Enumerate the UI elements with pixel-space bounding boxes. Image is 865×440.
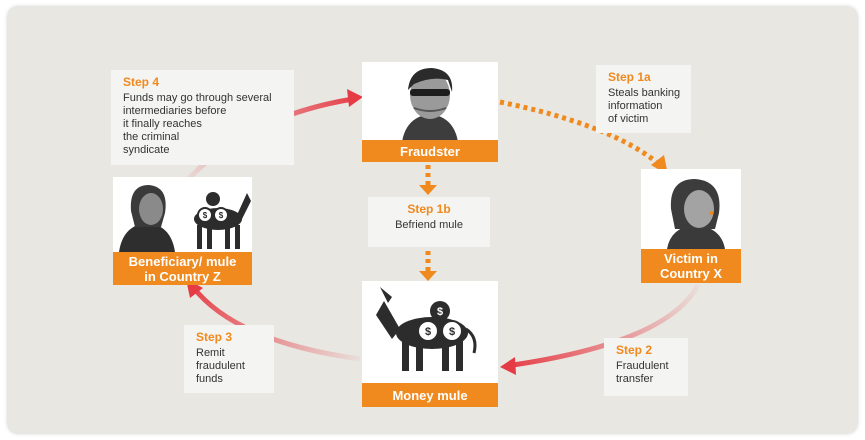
arrowhead-step4 xyxy=(347,89,363,107)
beneficiary-portrait-icon: $ $ xyxy=(119,185,251,252)
donkey-money-bags-icon: $ $ $ xyxy=(376,287,477,371)
fraudster-portrait-icon xyxy=(402,68,458,142)
victim-portrait-icon xyxy=(667,179,725,249)
svg-text:$: $ xyxy=(437,306,443,318)
arrowhead-step1b-lower xyxy=(419,271,437,281)
fraud-flow-diagram: Fraudster Victim in Country X $ $ $ xyxy=(8,7,857,433)
step-1a-text: Steals banking information of victim xyxy=(608,87,681,125)
fraudster-node: Fraudster xyxy=(362,62,498,162)
beneficiary-label: Beneficiary/ mule in Country Z xyxy=(113,252,252,285)
step-3-box: Step 3 Remit fraudulent funds xyxy=(184,325,274,393)
step-4-text: Funds may go through several intermediar… xyxy=(123,92,272,156)
step-1b-box: Step 1b Befriend mule xyxy=(368,197,490,247)
svg-text:$: $ xyxy=(203,211,208,220)
svg-text:$: $ xyxy=(219,211,224,220)
step-4-title: Step 4 xyxy=(123,75,160,89)
step-1a-title: Step 1a xyxy=(608,70,651,84)
donkey-money-bags-icon: $ $ xyxy=(194,192,251,249)
step-2-box: Step 2 Fraudulent transfer xyxy=(604,338,688,396)
victim-label: Victim in Country X xyxy=(641,249,741,283)
step-1b-title: Step 1b xyxy=(407,202,451,216)
svg-text:$: $ xyxy=(425,326,431,338)
arrowhead-step2 xyxy=(500,357,516,375)
fraudster-label: Fraudster xyxy=(362,140,498,162)
step-1b-text: Befriend mule xyxy=(395,219,463,231)
money-mule-label: Money mule xyxy=(362,383,498,407)
victim-node: Victim in Country X xyxy=(641,169,741,283)
beneficiary-node: $ $ Beneficiary/ mule in Country Z xyxy=(113,177,252,285)
step-3-text: Remit fraudulent funds xyxy=(196,347,245,385)
arrowhead-step1b-upper xyxy=(419,185,437,195)
money-mule-node: $ $ $ Money mule xyxy=(362,281,498,407)
arrow-step2 xyxy=(512,283,701,368)
step-2-title: Step 2 xyxy=(616,343,653,357)
step-2-text: Fraudulent transfer xyxy=(616,360,669,385)
step-4-box: Step 4 Funds may go through several inte… xyxy=(111,70,294,165)
step-1a-box: Step 1a Steals banking information of vi… xyxy=(596,65,691,133)
svg-text:$: $ xyxy=(449,326,455,338)
arrow-step1a xyxy=(499,99,662,167)
step-3-title: Step 3 xyxy=(196,330,233,344)
